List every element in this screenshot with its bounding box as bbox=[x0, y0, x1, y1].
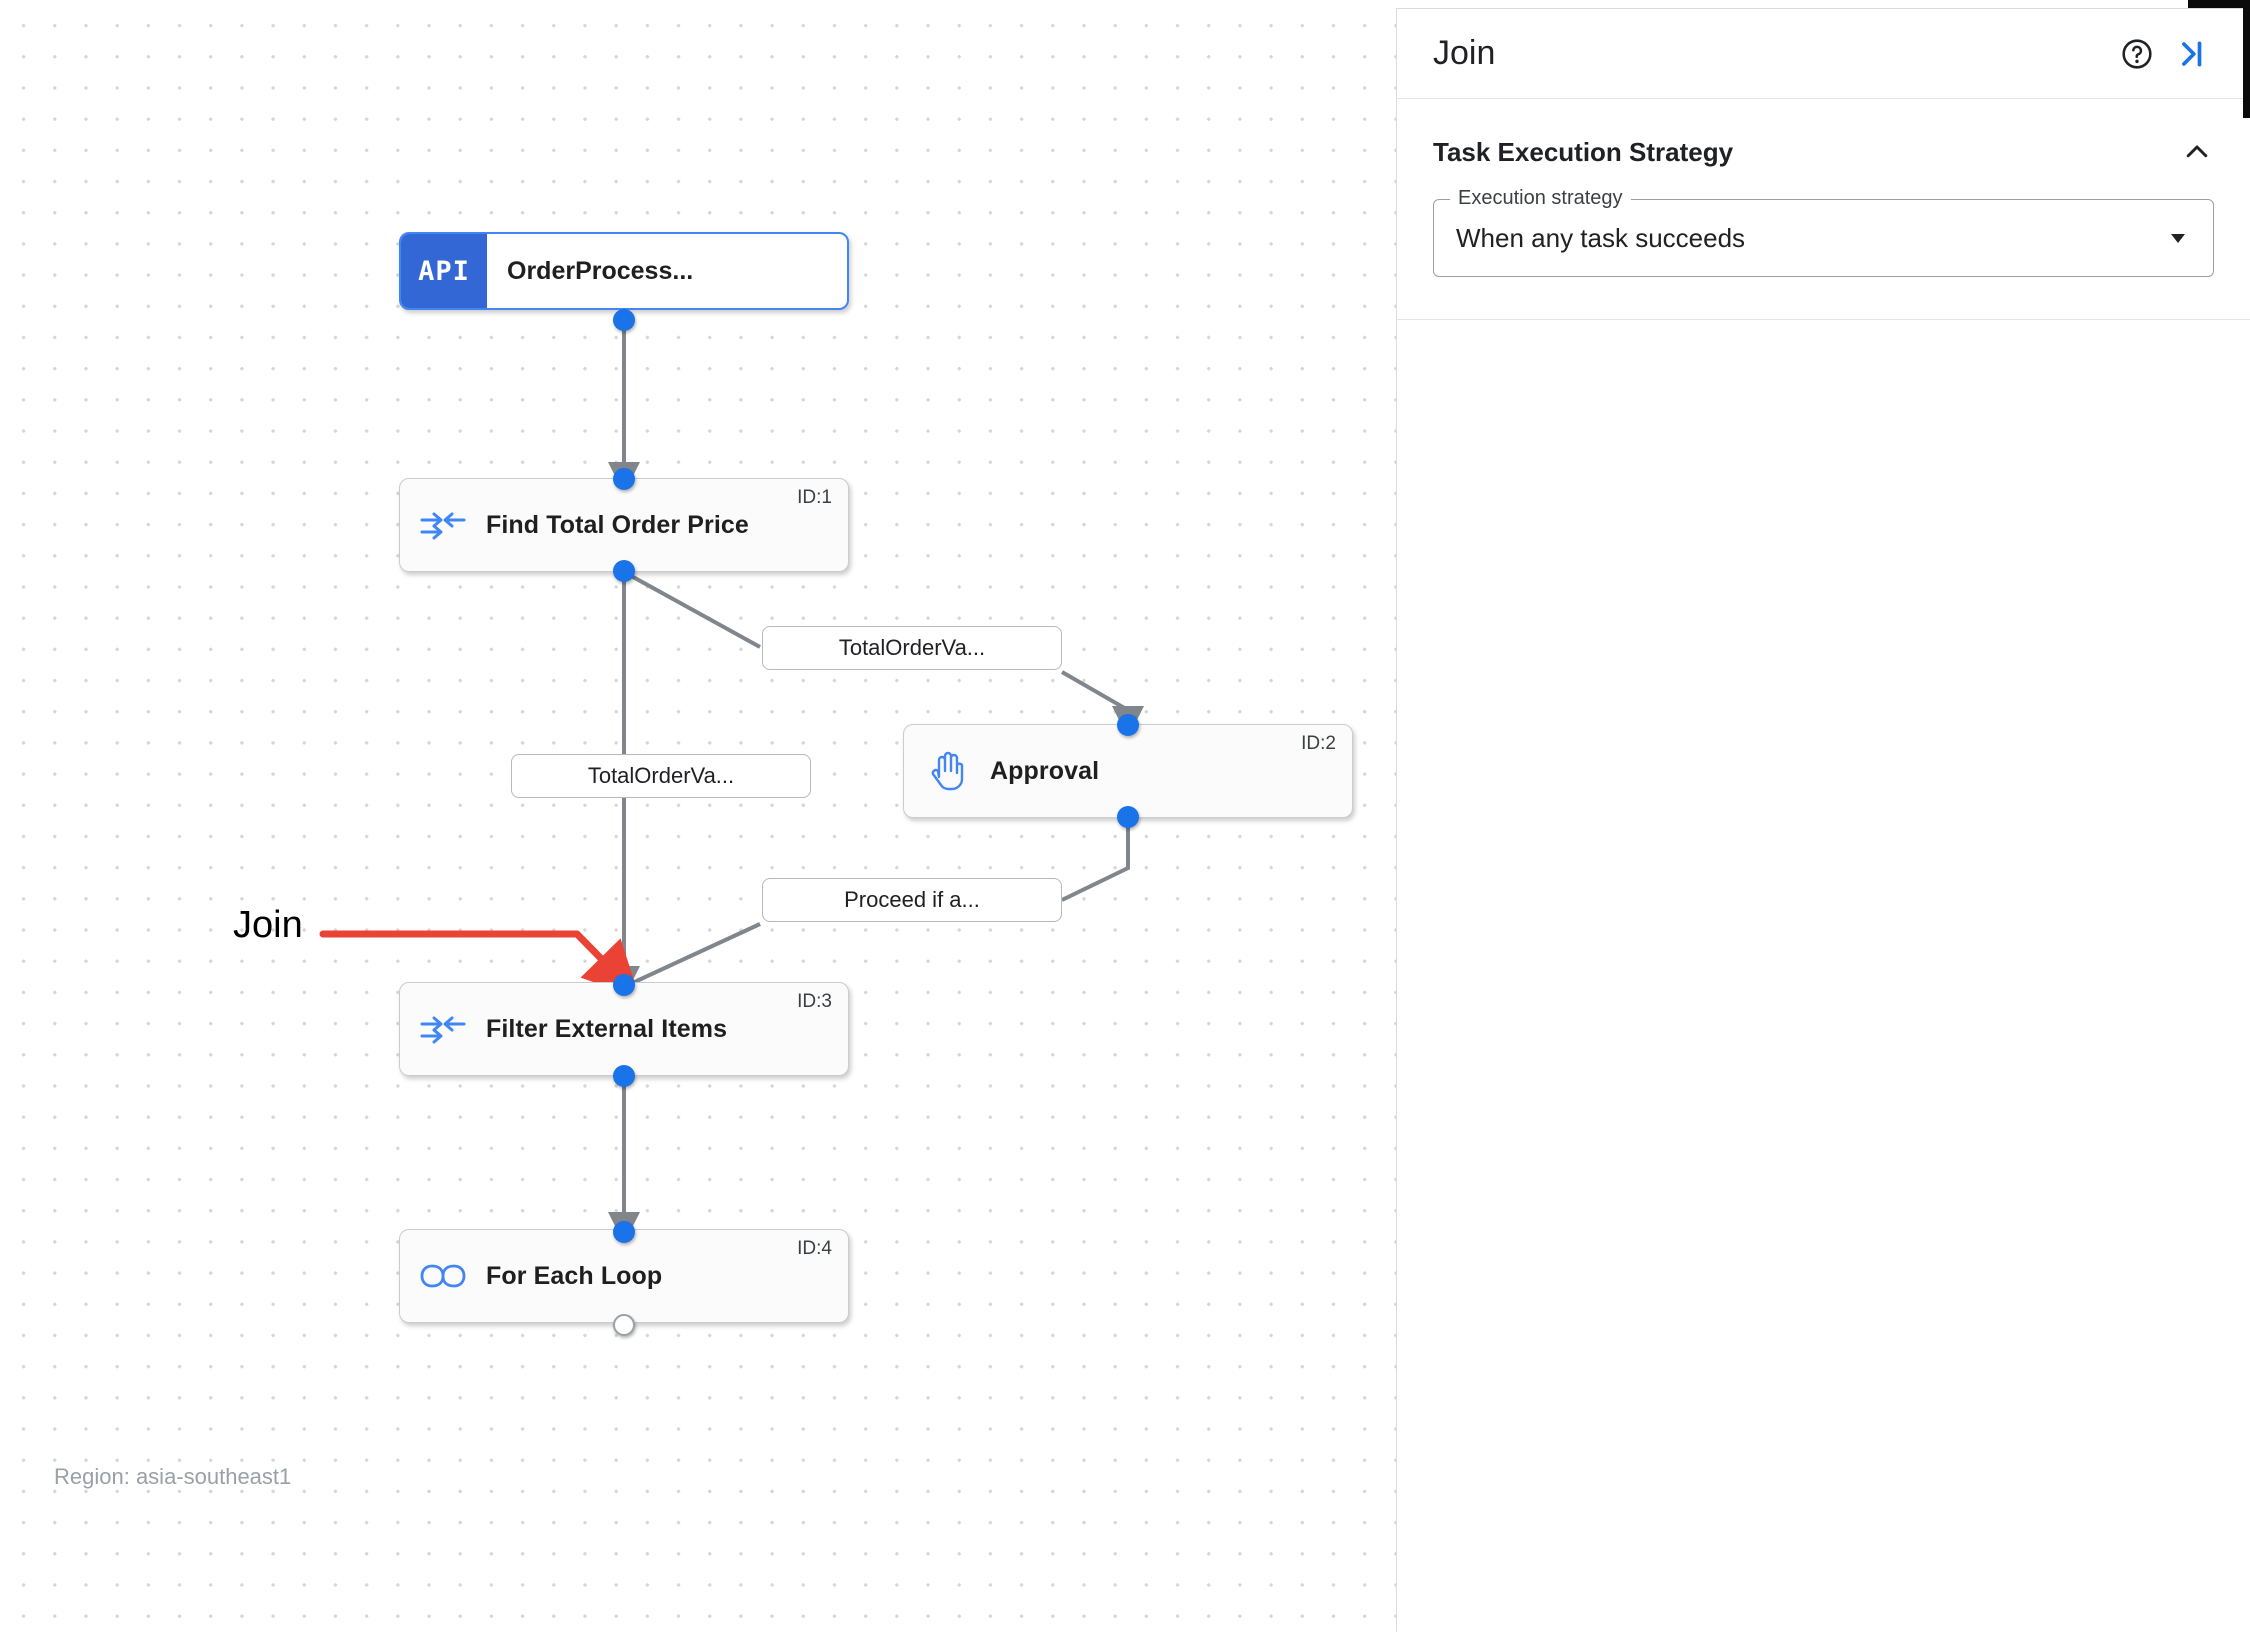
node-filter-external-items[interactable]: Filter External Items ID:3 bbox=[399, 982, 849, 1076]
port-task3-out[interactable] bbox=[613, 1065, 635, 1087]
port-loop-in[interactable] bbox=[613, 1221, 635, 1243]
section-title: Task Execution Strategy bbox=[1433, 136, 1734, 167]
panel-title: Join bbox=[1433, 34, 1496, 72]
data-mapping-icon bbox=[400, 1014, 486, 1044]
window-edge-strip-right bbox=[2243, 0, 2250, 118]
port-task3-in[interactable] bbox=[613, 974, 635, 996]
port-approval-in[interactable] bbox=[1117, 714, 1139, 736]
edge-label-totalordervalue-2[interactable]: TotalOrderVa... bbox=[511, 754, 811, 798]
execution-strategy-value: When any task succeeds bbox=[1456, 222, 1746, 253]
details-panel: Join Task Execution Strategy bbox=[1396, 8, 2250, 1632]
node-id-label: ID:4 bbox=[797, 1238, 832, 1259]
node-approval[interactable]: Approval ID:2 bbox=[903, 724, 1353, 818]
node-title: Find Total Order Price bbox=[486, 510, 749, 539]
collapse-panel-right-icon[interactable] bbox=[2164, 27, 2218, 81]
annotation-join-label: Join bbox=[233, 904, 303, 946]
section-header[interactable]: Task Execution Strategy bbox=[1433, 135, 2214, 169]
data-mapping-icon bbox=[400, 510, 486, 540]
node-title: OrderProcess... bbox=[507, 256, 694, 285]
node-id-label: ID:3 bbox=[797, 991, 832, 1012]
execution-strategy-label: Execution strategy bbox=[1450, 187, 1631, 210]
workflow-canvas[interactable]: API OrderProcess... Find Total Order Pri… bbox=[0, 0, 1396, 1632]
help-circle-icon[interactable] bbox=[2110, 27, 2164, 81]
region-watermark: Region: asia-southeast1 bbox=[54, 1464, 292, 1489]
node-id-label: ID:1 bbox=[797, 487, 832, 508]
node-title: For Each Loop bbox=[486, 1261, 663, 1290]
port-approval-out[interactable] bbox=[1117, 806, 1139, 828]
node-title: Approval bbox=[990, 756, 1100, 785]
node-api-trigger[interactable]: API OrderProcess... bbox=[399, 232, 849, 310]
infinity-loop-icon bbox=[400, 1263, 486, 1289]
node-for-each-loop[interactable]: For Each Loop ID:4 bbox=[399, 1229, 849, 1323]
edge-layer bbox=[319, 321, 1144, 1244]
node-title: Filter External Items bbox=[486, 1014, 728, 1043]
node-id-label: ID:2 bbox=[1301, 733, 1336, 754]
port-api-out[interactable] bbox=[613, 309, 635, 331]
node-find-total-order-price[interactable]: Find Total Order Price ID:1 bbox=[399, 478, 849, 572]
hand-approval-icon bbox=[904, 751, 990, 791]
api-badge-icon: API bbox=[401, 234, 487, 308]
window-edge-strip-top bbox=[2188, 0, 2250, 8]
edge-label-proceed-if[interactable]: Proceed if a... bbox=[762, 878, 1062, 922]
port-loop-out[interactable] bbox=[613, 1314, 635, 1336]
port-task1-in[interactable] bbox=[613, 468, 635, 490]
triangle-down-icon[interactable] bbox=[2165, 225, 2191, 251]
chevron-up-icon[interactable] bbox=[2180, 135, 2214, 169]
task-execution-strategy-section: Task Execution Strategy Execution strate… bbox=[1397, 99, 2250, 320]
edge-label-totalordervalue-1[interactable]: TotalOrderVa... bbox=[762, 626, 1062, 670]
execution-strategy-select[interactable]: Execution strategy When any task succeed… bbox=[1433, 187, 2214, 277]
panel-header: Join bbox=[1397, 9, 2250, 99]
port-task1-out[interactable] bbox=[613, 560, 635, 582]
